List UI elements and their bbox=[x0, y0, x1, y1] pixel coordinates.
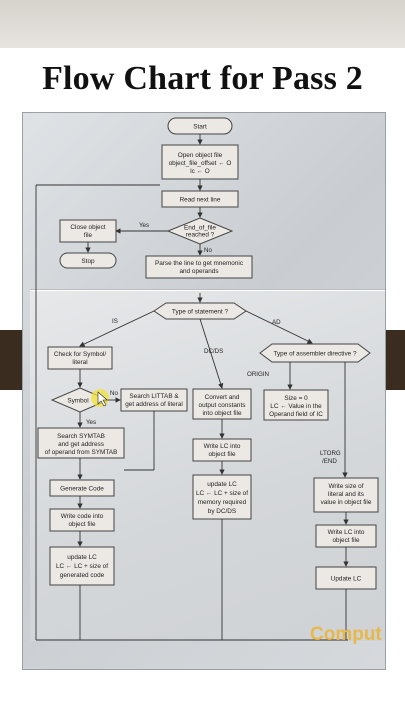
start-node-label: Start bbox=[193, 124, 207, 131]
close-file-line-2: file bbox=[84, 232, 93, 239]
generate-code-label: Generate Code bbox=[60, 486, 104, 493]
edge-label-no-1: No bbox=[204, 247, 212, 254]
close-file-line-1: Close object bbox=[70, 224, 105, 231]
edge-label-yes-1: Yes bbox=[139, 222, 149, 229]
bottom-background bbox=[0, 685, 405, 720]
open-file-line-3: lc ← O bbox=[190, 168, 210, 175]
type-ad-label: Type of assembler directive ? bbox=[273, 351, 357, 358]
size-zero-line-2: LC ← Value in the bbox=[270, 403, 322, 410]
edge-label-origin: ORIGIN bbox=[247, 371, 269, 378]
convert-line-1: Convert and bbox=[205, 394, 240, 401]
edge-label-ltorg-2: /END bbox=[322, 458, 337, 465]
search-symtab-line-2: and get address bbox=[58, 441, 104, 448]
eof-line-1: End_of_file bbox=[184, 225, 216, 232]
size-zero-line-3: Operand field of IC bbox=[269, 411, 323, 418]
write-size-line-2: literal and its bbox=[328, 491, 364, 498]
edge-label-no-2: No bbox=[110, 390, 118, 397]
symbol-label: Symbol bbox=[67, 398, 88, 405]
update-lc-dc-line-1: update LC bbox=[207, 481, 237, 488]
edge-type-is bbox=[79, 310, 155, 347]
search-symtab-node bbox=[37, 427, 125, 459]
cursor-pointer-icon bbox=[97, 391, 108, 407]
update-lc-dc-line-2: LC ← LC + size of bbox=[196, 490, 248, 497]
check-symbol-line-2: literal bbox=[72, 359, 87, 366]
update-lc-dc-node bbox=[192, 474, 252, 520]
generate-code-node bbox=[49, 479, 115, 497]
write-lc-line-1: Write LC into bbox=[204, 443, 241, 450]
write-size-line-3: value in object file bbox=[321, 499, 372, 506]
write-lc2-line-2: object file bbox=[333, 537, 360, 544]
open-file-line-2: object_file_offset ← O bbox=[169, 160, 232, 167]
edge-type-ad bbox=[245, 310, 313, 344]
write-code-node bbox=[49, 508, 115, 532]
open-file-node bbox=[161, 144, 239, 180]
page-title: Flow Chart for Pass 2 bbox=[42, 60, 363, 97]
top-background bbox=[0, 0, 405, 48]
watermark-text: Comput bbox=[310, 624, 382, 645]
update-lc-gen-line-3: generated code bbox=[60, 572, 105, 579]
parse-node bbox=[145, 255, 253, 279]
edge-label-ltorg-1: LTORG bbox=[320, 450, 341, 457]
update-lc-gen-line-2: LC ← LC + size of bbox=[56, 563, 108, 570]
update-lc-dc-line-3: memory required bbox=[198, 499, 247, 506]
write-lc2-line-1: Write LC into bbox=[328, 529, 365, 536]
left-side-bar bbox=[0, 330, 22, 390]
convert-line-2: output constants bbox=[199, 402, 246, 409]
check-symbol-line-1: Check for Symbol/ bbox=[54, 351, 106, 358]
right-side-bar bbox=[383, 330, 405, 390]
edge-label-dcds: DC/DS bbox=[204, 348, 223, 355]
edge-type-dcds bbox=[199, 318, 224, 389]
parse-line-2: and operands bbox=[179, 268, 218, 275]
size-zero-node bbox=[263, 389, 329, 421]
edge-label-is: IS bbox=[112, 318, 118, 325]
update-lc-gen-node bbox=[49, 546, 115, 586]
read-line-label: Read next line bbox=[180, 197, 221, 204]
edge-label-ad: AD bbox=[272, 319, 281, 326]
parse-line-1: Parse the line to get mnemonic bbox=[155, 260, 244, 267]
search-symtab-line-1: Search SYMTAB bbox=[57, 433, 105, 440]
stop-label: Stop bbox=[81, 258, 95, 265]
stop-node bbox=[59, 252, 117, 269]
convert-node bbox=[192, 388, 252, 420]
search-symtab-line-3: of operand from SYMTAB bbox=[45, 449, 118, 456]
search-littab-line-1: Search LITTAB & bbox=[129, 393, 179, 400]
write-code-line-2: object file bbox=[69, 521, 96, 528]
update-lc-label: Update LC bbox=[331, 576, 362, 583]
type-ad-decision bbox=[259, 343, 371, 363]
eof-line-2: reached ? bbox=[186, 232, 215, 239]
convert-line-3: into object file bbox=[202, 410, 242, 417]
write-lc-line-2: object file bbox=[209, 451, 236, 458]
size-zero-line-1: Size = 0 bbox=[284, 395, 308, 402]
write-size-node bbox=[313, 477, 379, 513]
update-lc-dc-line-4: by DC/DS bbox=[208, 508, 236, 515]
type-statement-label: Type of statement ? bbox=[172, 309, 229, 316]
search-littab-line-2: get address of literal bbox=[125, 401, 183, 408]
open-file-line-1: Open object file bbox=[178, 152, 223, 159]
write-code-line-1: Write code into bbox=[61, 513, 104, 520]
update-lc-gen-line-1: update LC bbox=[67, 554, 97, 561]
write-size-line-1: Write size of bbox=[328, 483, 363, 490]
edge-label-yes-2: Yes bbox=[86, 419, 96, 426]
